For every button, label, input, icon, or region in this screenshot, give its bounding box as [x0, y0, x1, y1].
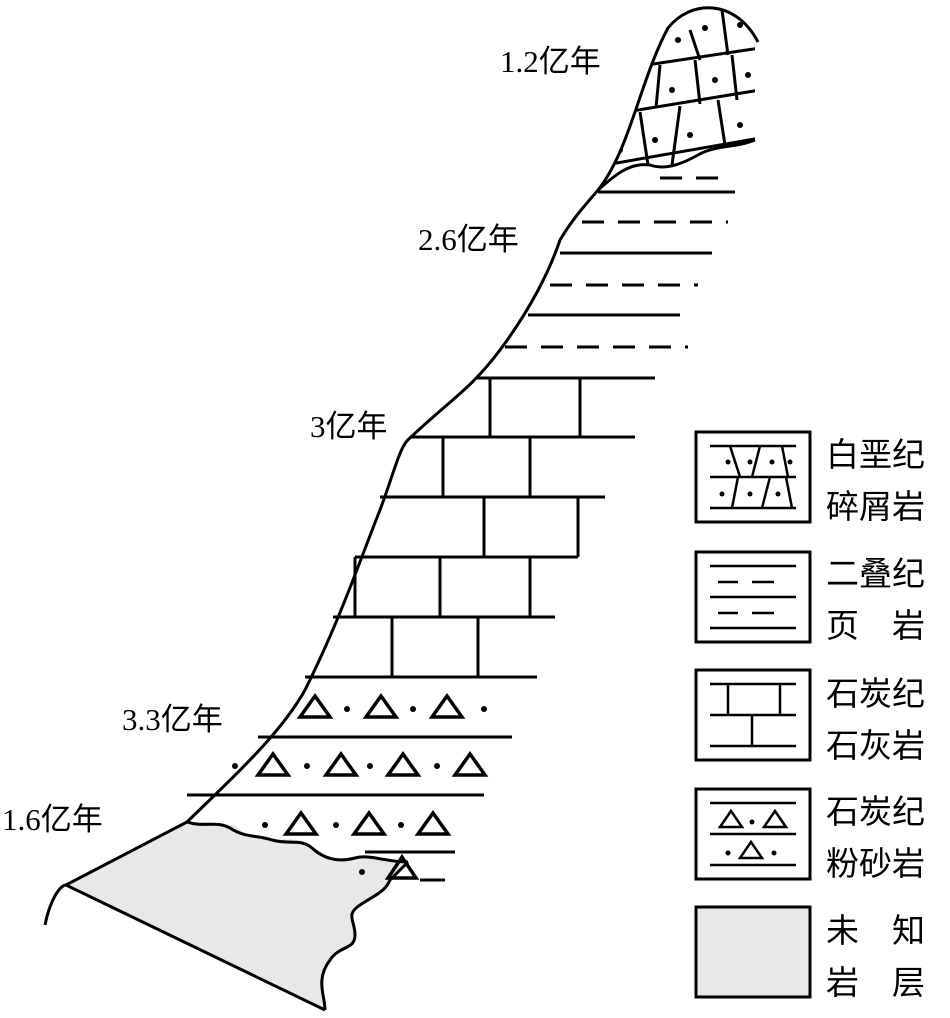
carboniferous-limestone-layer	[305, 376, 655, 679]
age-label-3-3: 3.3亿年	[122, 702, 223, 737]
legend-label-shale-line2: 页 岩	[826, 606, 925, 645]
unknown-icon	[694, 905, 812, 999]
legend-label-unknown-line2: 岩 层	[826, 963, 925, 1002]
cretaceous-clastic-layer	[597, 9, 756, 192]
age-label-1-2: 1.2亿年	[500, 44, 601, 79]
age-label-1-6: 1.6亿年	[2, 802, 103, 837]
legend-label-clastic-line2: 碎屑岩	[826, 487, 925, 526]
age-label-3: 3亿年	[310, 409, 388, 444]
legend-label-clastic-line1: 白垩纪	[826, 435, 925, 474]
unknown-rock-layer	[65, 820, 410, 1012]
legend-item-limestone: 石炭纪 石灰岩	[694, 668, 925, 765]
legend: 白垩纪 碎屑岩 二叠纪 页 岩 石炭纪 石灰岩	[694, 430, 925, 1002]
legend-item-shale: 二叠纪 页 岩	[694, 550, 925, 645]
legend-label-limestone-line2: 石灰岩	[826, 726, 925, 765]
legend-item-siltstone: 石炭纪 粉砂岩	[694, 787, 925, 883]
age-label-2-6: 2.6亿年	[418, 222, 519, 257]
legend-label-siltstone-line1: 石炭纪	[826, 792, 925, 831]
legend-label-shale-line1: 二叠纪	[826, 554, 925, 593]
hillside-profile	[43, 6, 760, 926]
permian-shale-layer	[505, 176, 735, 349]
legend-item-unknown: 未 知 岩 层	[694, 905, 925, 1002]
legend-label-unknown-line1: 未 知	[826, 911, 925, 950]
legend-label-siltstone-line2: 粉砂岩	[826, 844, 925, 883]
carboniferous-siltstone-layer	[187, 692, 512, 882]
legend-label-limestone-line1: 石炭纪	[826, 674, 925, 713]
legend-item-clastic: 白垩纪 碎屑岩	[694, 430, 925, 526]
